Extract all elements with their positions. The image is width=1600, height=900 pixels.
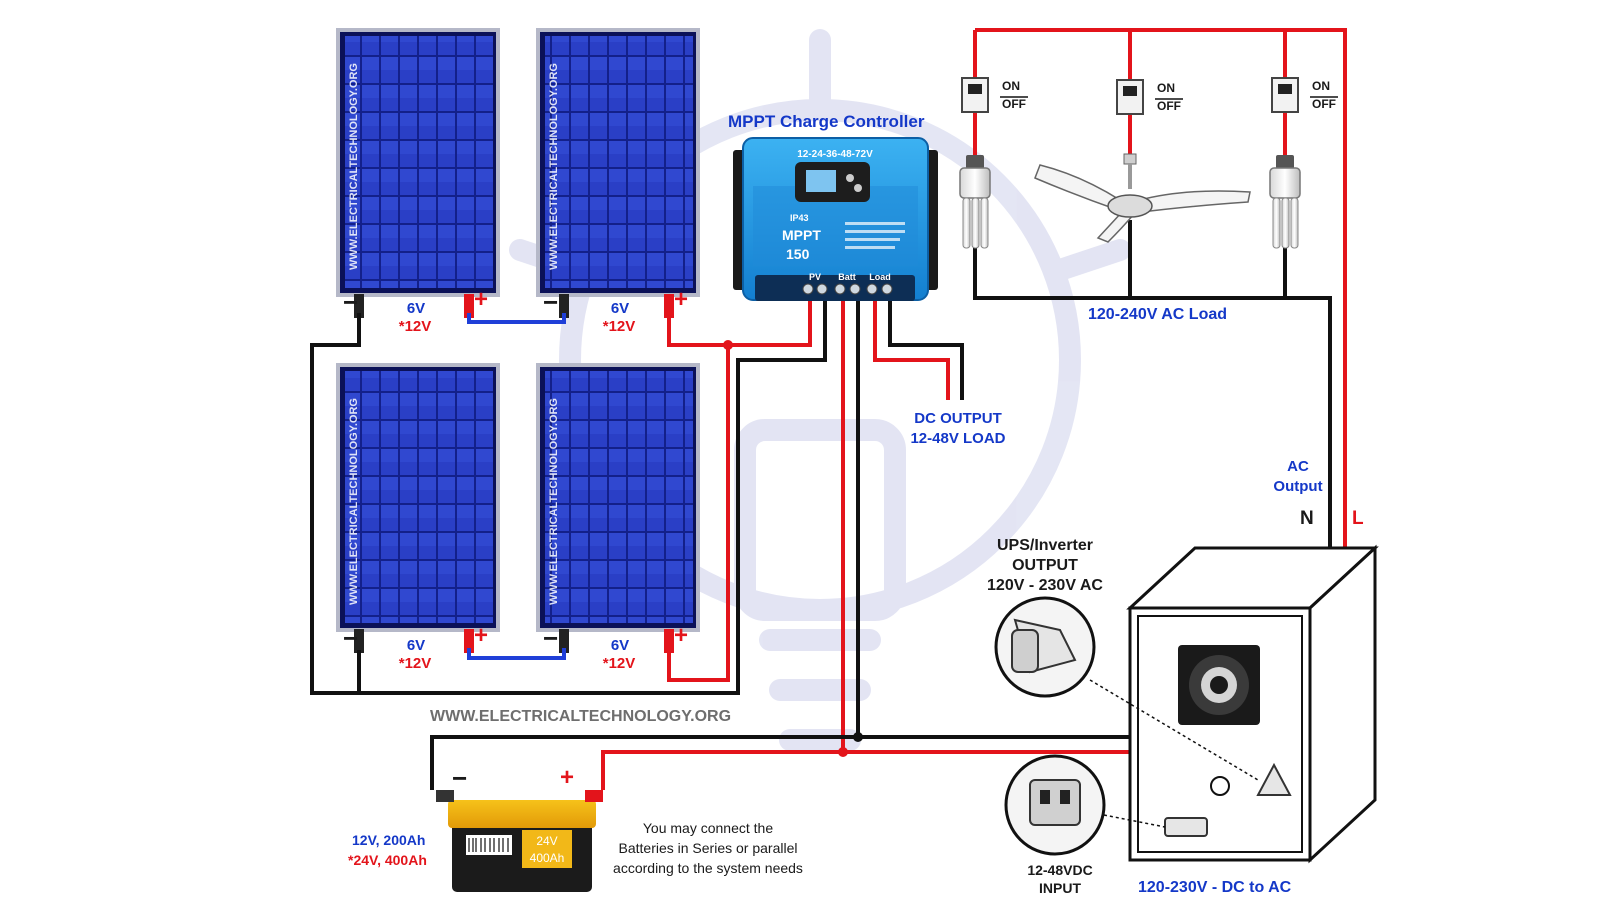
battery-pos-sign: + <box>560 764 575 791</box>
panel-2-neg-sign: − <box>543 287 559 317</box>
ups-output-line2: OUTPUT <box>1012 557 1078 574</box>
panel-4-watermark: WWW.ELECTRICALTECHNOLOGY.ORG <box>548 398 560 605</box>
controller-voltage-range: 12-24-36-48-72V <box>797 149 873 160</box>
dc-input-line1: 12-48VDC <box>1027 862 1093 878</box>
series-link-top <box>467 313 566 324</box>
panel-3-neg-sign: − <box>343 623 359 653</box>
panel-4-pos-sign: + <box>674 622 689 649</box>
battery-box-capacity: 400Ah <box>530 851 565 865</box>
mppt-charge-controller: 12-24-36-48-72V IP43 MPPT 150 PV Batt Lo… <box>733 137 938 301</box>
panel-4-neg-sign: − <box>543 623 559 653</box>
panel-3-voltage-alt: *12V <box>398 655 432 672</box>
switch-2-off-label: OFF <box>1157 99 1181 113</box>
array-negative-to-controller <box>312 300 827 695</box>
battery-note-line2: Batteries in Series or parallel <box>618 840 798 856</box>
battery-spec-line2: *24V, 400Ah <box>348 852 427 868</box>
controller-terminal-load: Load <box>869 272 891 282</box>
panel-4-voltage: 6V <box>610 637 630 654</box>
panel-1-voltage-alt: *12V <box>398 318 432 335</box>
controller-model-line2: 150 <box>786 246 810 262</box>
inverter-ups-unit <box>1126 544 1379 864</box>
dc-input-line2: INPUT <box>1039 880 1081 896</box>
battery-icon: 24V 400Ah <box>436 790 603 892</box>
panel-2-watermark: WWW.ELECTRICALTECHNOLOGY.ORG <box>548 63 560 270</box>
switch-1-icon <box>961 77 989 113</box>
ac-output-line2: Output <box>1273 478 1323 495</box>
panel-2-voltage-alt: *12V <box>602 318 636 335</box>
switch-3-on-label: ON <box>1312 79 1330 93</box>
background-watermark-icon <box>509 29 1131 751</box>
panel-3-voltage: 6V <box>406 637 426 654</box>
solar-panel-2 <box>536 28 700 297</box>
array-negative-wire <box>310 313 361 695</box>
switch-1-on-label: ON <box>1002 79 1020 93</box>
switch-1-off-label: OFF <box>1002 97 1026 111</box>
controller-title: MPPT Charge Controller <box>728 112 925 131</box>
site-watermark: WWW.ELECTRICALTECHNOLOGY.ORG <box>430 708 732 725</box>
dc-socket-zoom-icon <box>1004 754 1106 856</box>
controller-terminal-pv: PV <box>809 272 821 282</box>
battery-negative-wire <box>430 300 860 790</box>
ups-output-line1: UPS/Inverter <box>996 537 1094 554</box>
panel-1-watermark: WWW.ELECTRICALTECHNOLOGY.ORG <box>348 63 360 270</box>
switch-2-icon <box>1116 79 1144 115</box>
battery-spec-line1: 12V, 200Ah <box>352 832 426 848</box>
panel-2-pos-sign: + <box>674 286 689 313</box>
panel-3-pos-sign: + <box>474 622 489 649</box>
array-positive-wire-top <box>667 300 812 347</box>
inverter-label: 120-230V - DC to AC <box>1138 879 1292 896</box>
battery-note-line1: You may connect the <box>642 820 774 836</box>
cfl-bulb-1-icon <box>959 155 991 249</box>
ceiling-fan-icon <box>1034 153 1251 243</box>
panel-1-neg-sign: − <box>343 287 359 317</box>
switch-2-on-label: ON <box>1157 81 1175 95</box>
ac-neutral-label: N <box>1300 508 1314 529</box>
panel-1-voltage: 6V <box>406 300 426 317</box>
ups-output-line3: 120V - 230V AC <box>987 577 1103 594</box>
controller-ip-rating: IP43 <box>790 213 809 223</box>
ac-live-label: L <box>1352 508 1364 529</box>
dc-load-positive-wire <box>873 300 950 400</box>
battery-neg-sign: − <box>452 763 468 793</box>
ac-load-label: 120-240V AC Load <box>1088 306 1228 323</box>
ac-output-line1: AC <box>1287 458 1309 475</box>
panel-2-voltage: 6V <box>610 300 630 317</box>
dc-output-line2: 12-48V LOAD <box>910 430 1006 447</box>
dc-output-line1: DC OUTPUT <box>914 410 1002 427</box>
solar-panel-3 <box>336 363 500 632</box>
battery-box-voltage: 24V <box>536 834 557 848</box>
panel-3-watermark: WWW.ELECTRICALTECHNOLOGY.ORG <box>348 398 360 605</box>
battery-note-line3: according to the system needs <box>613 860 803 876</box>
solar-panel-4 <box>536 363 700 632</box>
panel-4-voltage-alt: *12V <box>602 655 636 672</box>
switch-3-icon <box>1271 77 1299 113</box>
battery-positive-wire <box>601 300 845 790</box>
ac-socket-zoom-icon <box>994 596 1096 698</box>
array-positive-wire-bottom <box>667 345 730 682</box>
switch-3-off-label: OFF <box>1312 97 1336 111</box>
dc-load-negative-wire <box>888 300 964 400</box>
series-link-bottom <box>467 648 566 660</box>
controller-model-line1: MPPT <box>782 227 821 243</box>
cfl-bulb-2-icon <box>1269 155 1301 249</box>
solar-panel-1 <box>336 28 500 297</box>
panel-1-pos-sign: + <box>474 286 489 313</box>
controller-terminal-batt: Batt <box>838 272 856 282</box>
